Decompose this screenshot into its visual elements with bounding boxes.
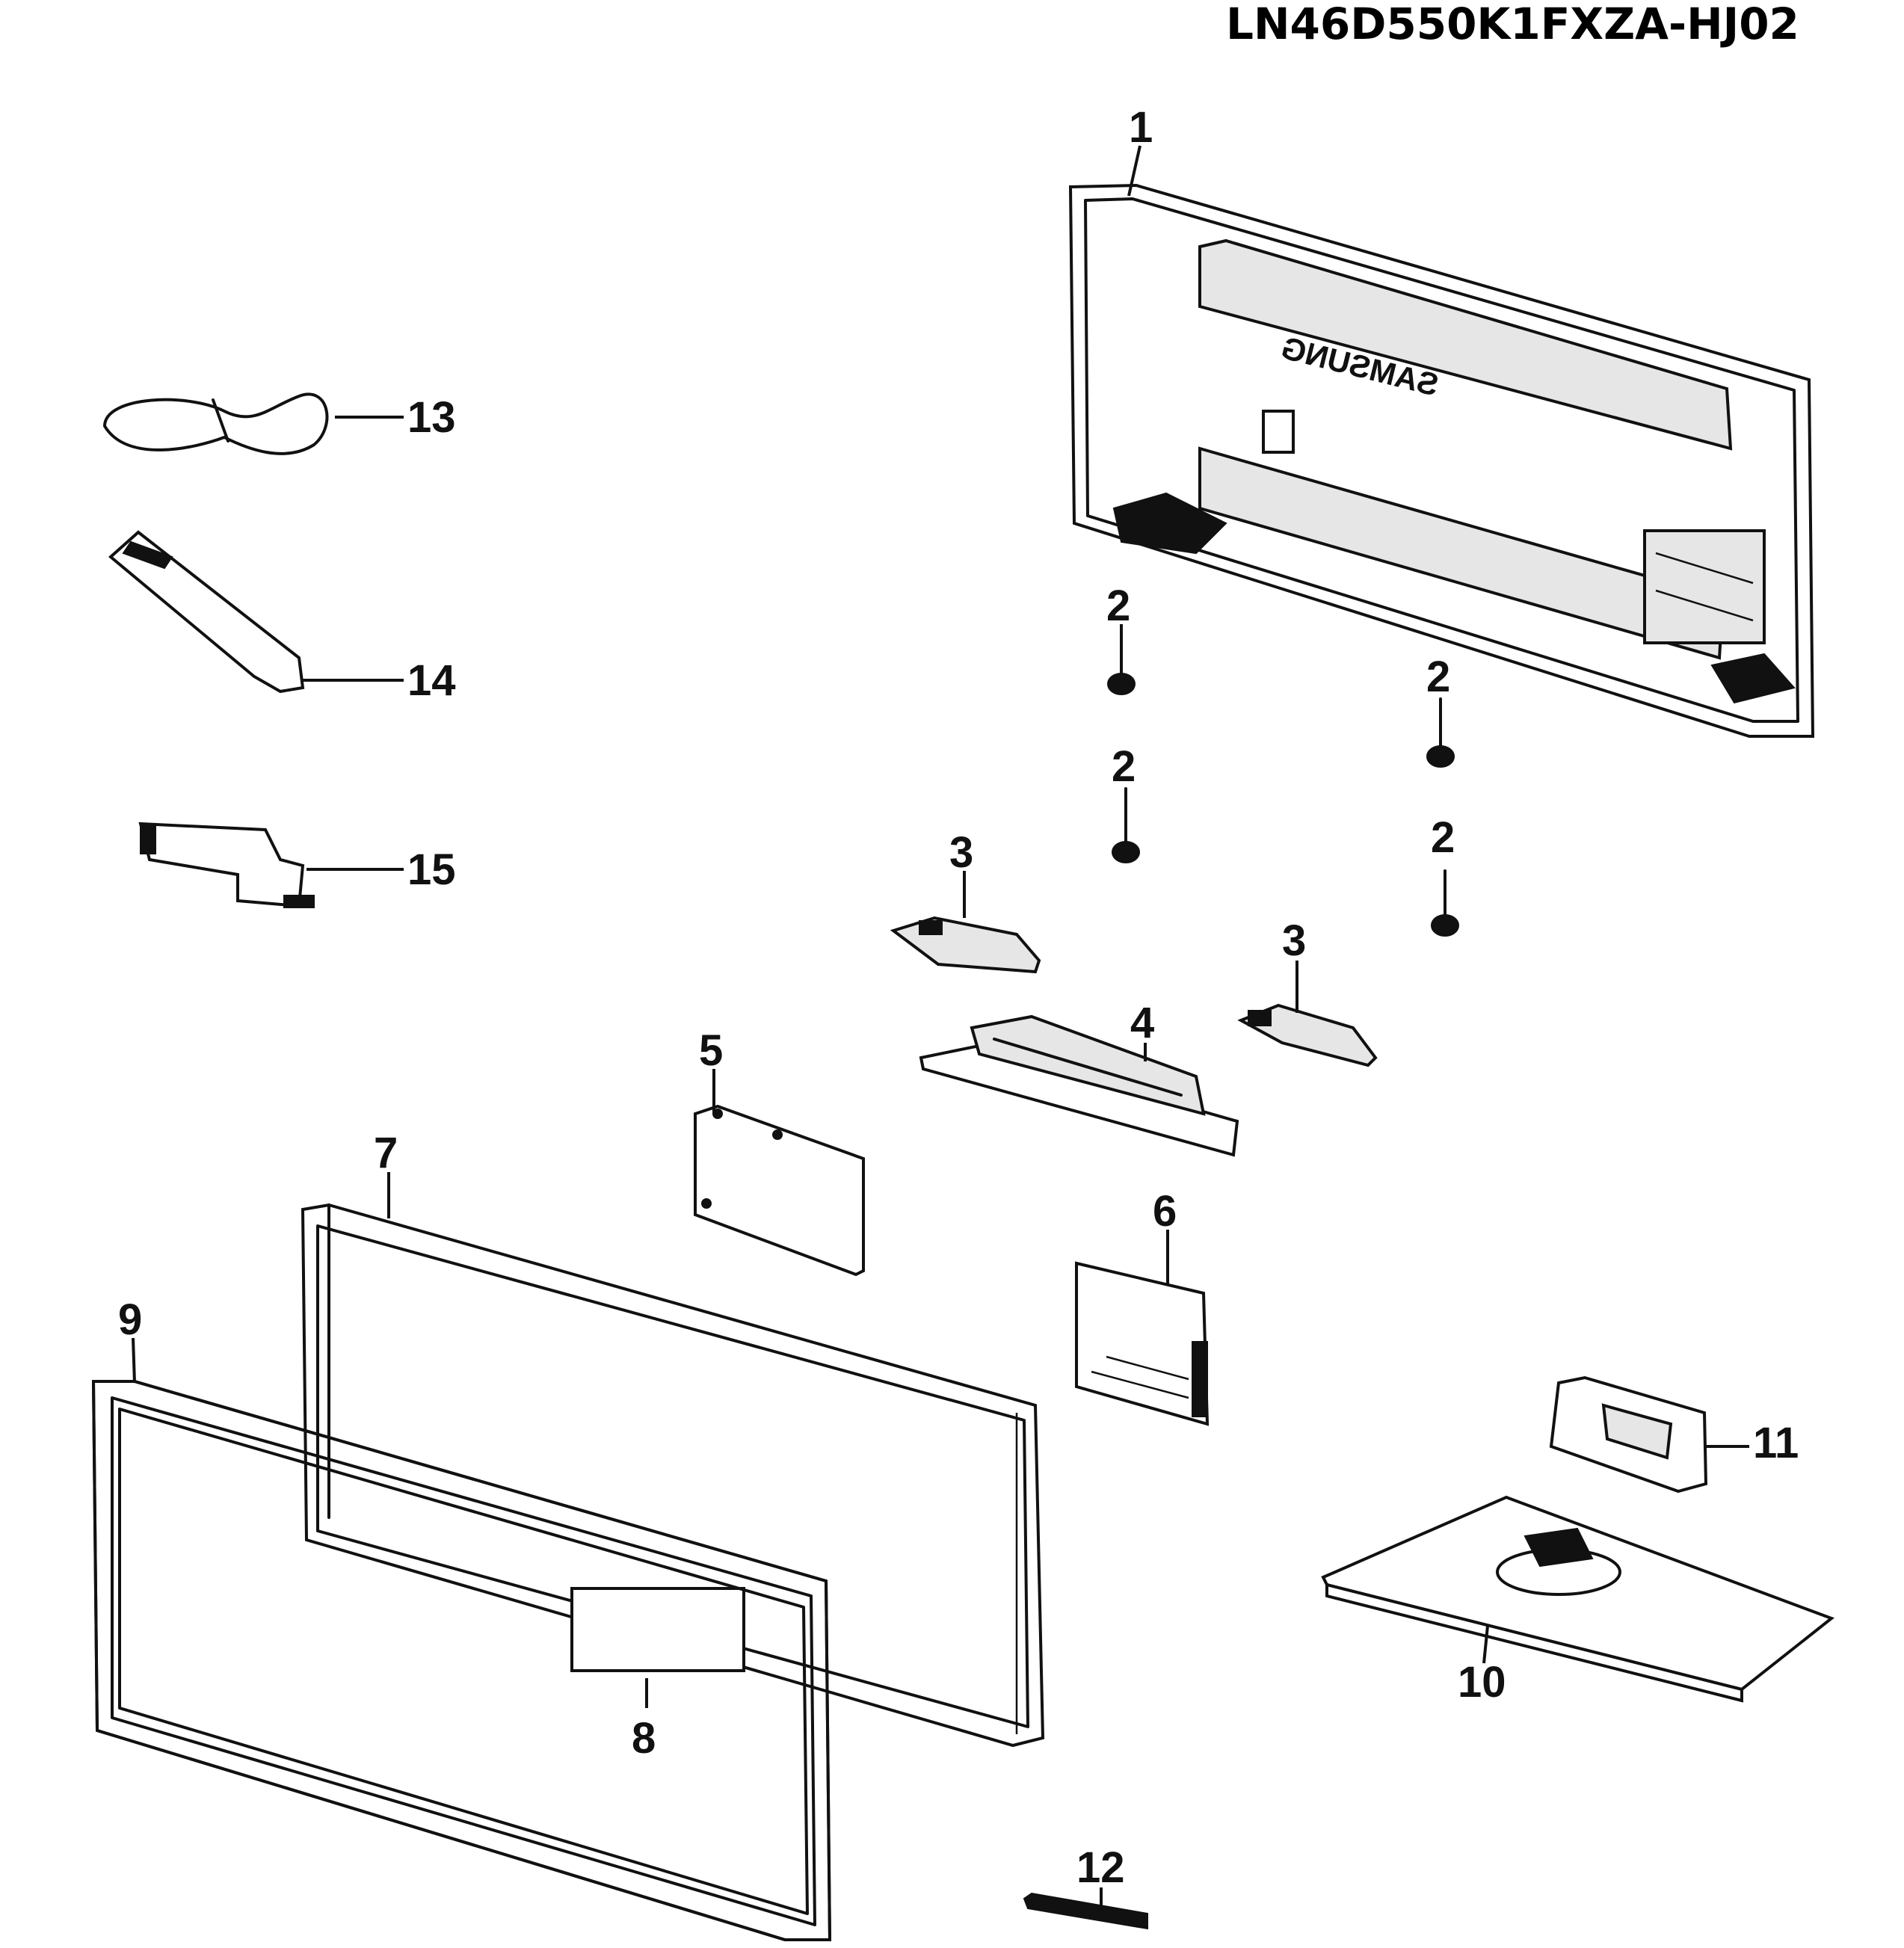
part-11-stand-cover — [1549, 1375, 1708, 1494]
callout-9: 9 — [118, 1295, 142, 1344]
part-7-lcd-panel — [301, 1203, 1045, 1748]
part-15-ribbon-cable — [138, 822, 315, 908]
callout-3-a: 3 — [949, 828, 973, 877]
part-2-screw-d — [1431, 869, 1459, 937]
part-3-bracket-b — [1237, 1003, 1378, 1067]
part-5-main-board — [694, 1104, 865, 1277]
callout-2-c: 2 — [1426, 653, 1450, 701]
callout-2-b: 2 — [1112, 742, 1136, 791]
callout-10: 10 — [1458, 1658, 1506, 1707]
leader-lines — [132, 145, 1749, 1914]
model-number-title: LN46D550K1FXZA-HJ02 — [1226, 0, 1799, 49]
callout-12: 12 — [1076, 1843, 1125, 1892]
part-12-ir-board — [1023, 1892, 1148, 1930]
part-2-screw-c — [1426, 697, 1455, 768]
callout-14: 14 — [407, 656, 456, 705]
part-8-tcon-board — [570, 1587, 745, 1672]
callout-3-b: 3 — [1282, 916, 1306, 965]
callout-labels: 1 2 2 2 2 3 3 4 5 6 7 8 9 10 11 12 13 14… — [118, 103, 1799, 1892]
callout-1: 1 — [1129, 103, 1153, 152]
part-1-rear-cover: SAMSUNG — [1068, 183, 1815, 738]
part-3-bracket-a — [890, 916, 1041, 974]
callout-11: 11 — [1753, 1419, 1799, 1467]
callout-6: 6 — [1153, 1187, 1177, 1236]
callout-4: 4 — [1130, 999, 1154, 1047]
part-14-remote-control — [108, 530, 305, 694]
part-6-power-board — [1075, 1261, 1210, 1426]
part-2-screw-a — [1107, 626, 1136, 695]
callout-15: 15 — [407, 845, 456, 894]
callout-2-d: 2 — [1431, 813, 1455, 862]
callout-5: 5 — [699, 1026, 723, 1075]
callout-7: 7 — [374, 1129, 398, 1177]
part-10-stand-base — [1321, 1495, 1835, 1703]
callout-8: 8 — [632, 1714, 656, 1763]
callout-13: 13 — [407, 393, 456, 442]
callout-2-a: 2 — [1106, 582, 1130, 630]
part-4-neck-bracket — [919, 1014, 1239, 1157]
part-2-screw-b — [1112, 787, 1140, 863]
part-13-power-cord — [103, 392, 329, 455]
